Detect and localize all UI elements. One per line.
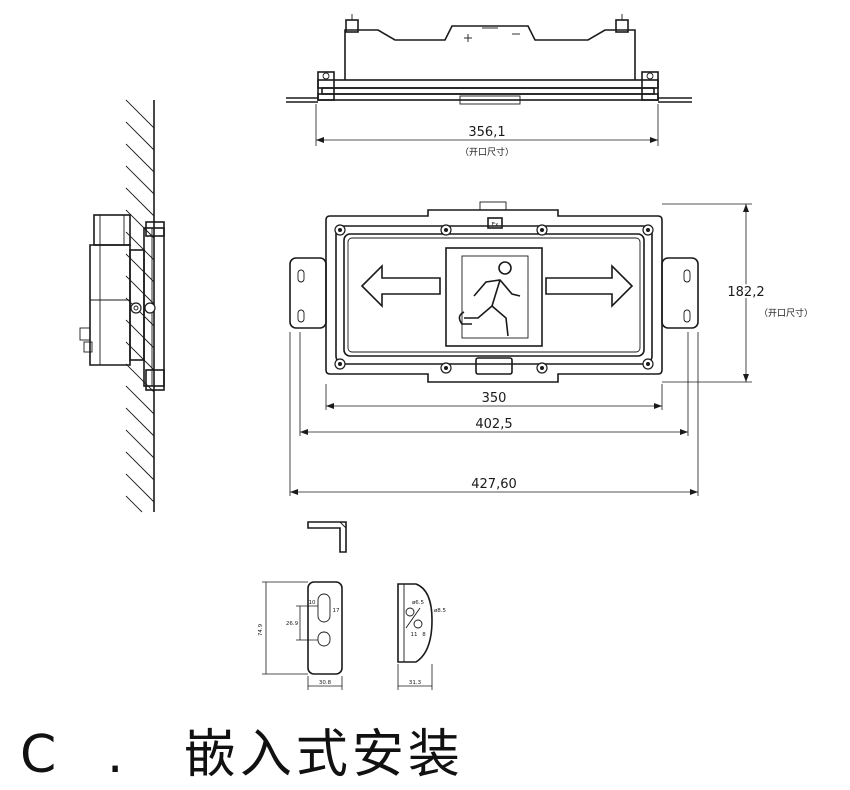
bracket-left-width: 30.8	[319, 680, 332, 686]
section-caption: C . 嵌入式安装	[20, 712, 464, 785]
bracket-detail-right: ø6.5 ø8.5 11 8 31.3	[397, 583, 447, 690]
bracket-left-small-a: 10	[309, 600, 316, 606]
bracket-right-dim-b: 8	[422, 632, 426, 638]
right-arrow-icon	[545, 264, 634, 308]
bracket-left-small-b: 17	[333, 608, 340, 614]
dim-inner-width: 350	[482, 391, 507, 406]
bracket-right-hole-a: ø6.5	[412, 600, 425, 606]
bracket-detail-left: 74.9 26.9 10 17 30.8	[258, 581, 343, 690]
running-man-icon	[458, 261, 521, 337]
dim-mid-width: 402,5	[475, 417, 512, 432]
dim-height: 182,2	[727, 285, 764, 300]
l-bracket-icon	[307, 521, 347, 553]
top-view: 356,1 （开口尺寸）	[286, 14, 692, 158]
bracket-right-dim-a: 11	[411, 632, 418, 638]
bracket-right-hole-b: ø8.5	[434, 608, 447, 614]
dim-top-width: 356,1	[468, 125, 505, 140]
ex-label: Ex	[492, 222, 499, 228]
front-view: Ex 350	[289, 201, 813, 496]
left-arrow-icon	[360, 264, 441, 308]
dim-top-note: （开口尺寸）	[460, 146, 514, 158]
caption-dot: .	[106, 725, 124, 785]
bracket-left-height: 74.9	[258, 623, 264, 636]
caption-letter: C	[20, 725, 57, 785]
caption-text: 嵌入式安装	[183, 725, 464, 785]
side-view	[79, 99, 165, 513]
bracket-right-width: 31.3	[409, 680, 422, 686]
dim-overall-width: 427,60	[471, 477, 517, 492]
bracket-left-hole-spacing: 26.9	[286, 621, 299, 627]
dim-height-note: （开口尺寸）	[759, 307, 813, 319]
